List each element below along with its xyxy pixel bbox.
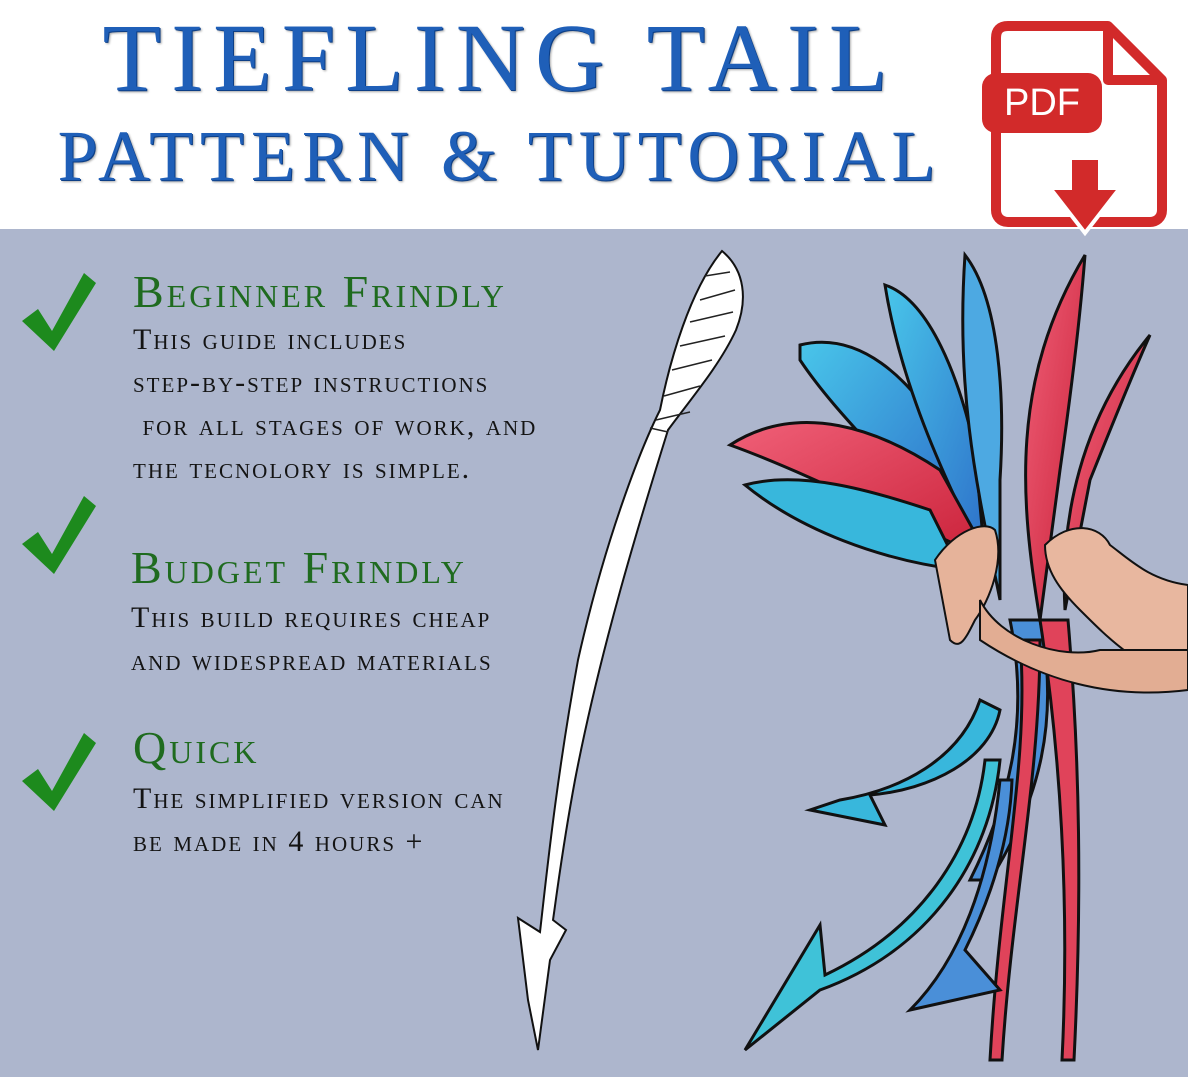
feature-text-line: the tecnolory is simple. (133, 452, 472, 485)
feature-text-line: be made in 4 hours + (133, 825, 425, 858)
check-mark-icon (22, 733, 96, 811)
content-panel: Beginner Frindly This guide includes ste… (0, 229, 1188, 1077)
page-subtitle: PATTERN & TUTORIAL (57, 116, 943, 196)
feature-title-quick: Quick (133, 722, 260, 773)
feature-text-line: This build requires cheap (131, 601, 492, 634)
feature-title-budget: Budget Frindly (131, 542, 467, 593)
tail-pattern-outline (516, 249, 744, 1051)
pdf-download-icon[interactable]: PDF (980, 18, 1170, 253)
feature-text-line: step-by-step instructions (133, 366, 490, 399)
feature-title-beginner: Beginner Frindly (133, 266, 507, 317)
feature-text-line: for all stages of work, and (133, 409, 538, 442)
check-mark-icon (22, 496, 96, 574)
check-mark-icon (22, 273, 96, 351)
feature-text-line: The simplified version can (133, 782, 505, 815)
feature-text-line: and widespread materials (131, 644, 493, 677)
page-title: TIEFLING TAIL (102, 4, 898, 111)
tails-in-hands-photo (726, 250, 1188, 1062)
pdf-badge-label: PDF (1004, 82, 1080, 124)
feature-text-line: This guide includes (133, 323, 408, 356)
